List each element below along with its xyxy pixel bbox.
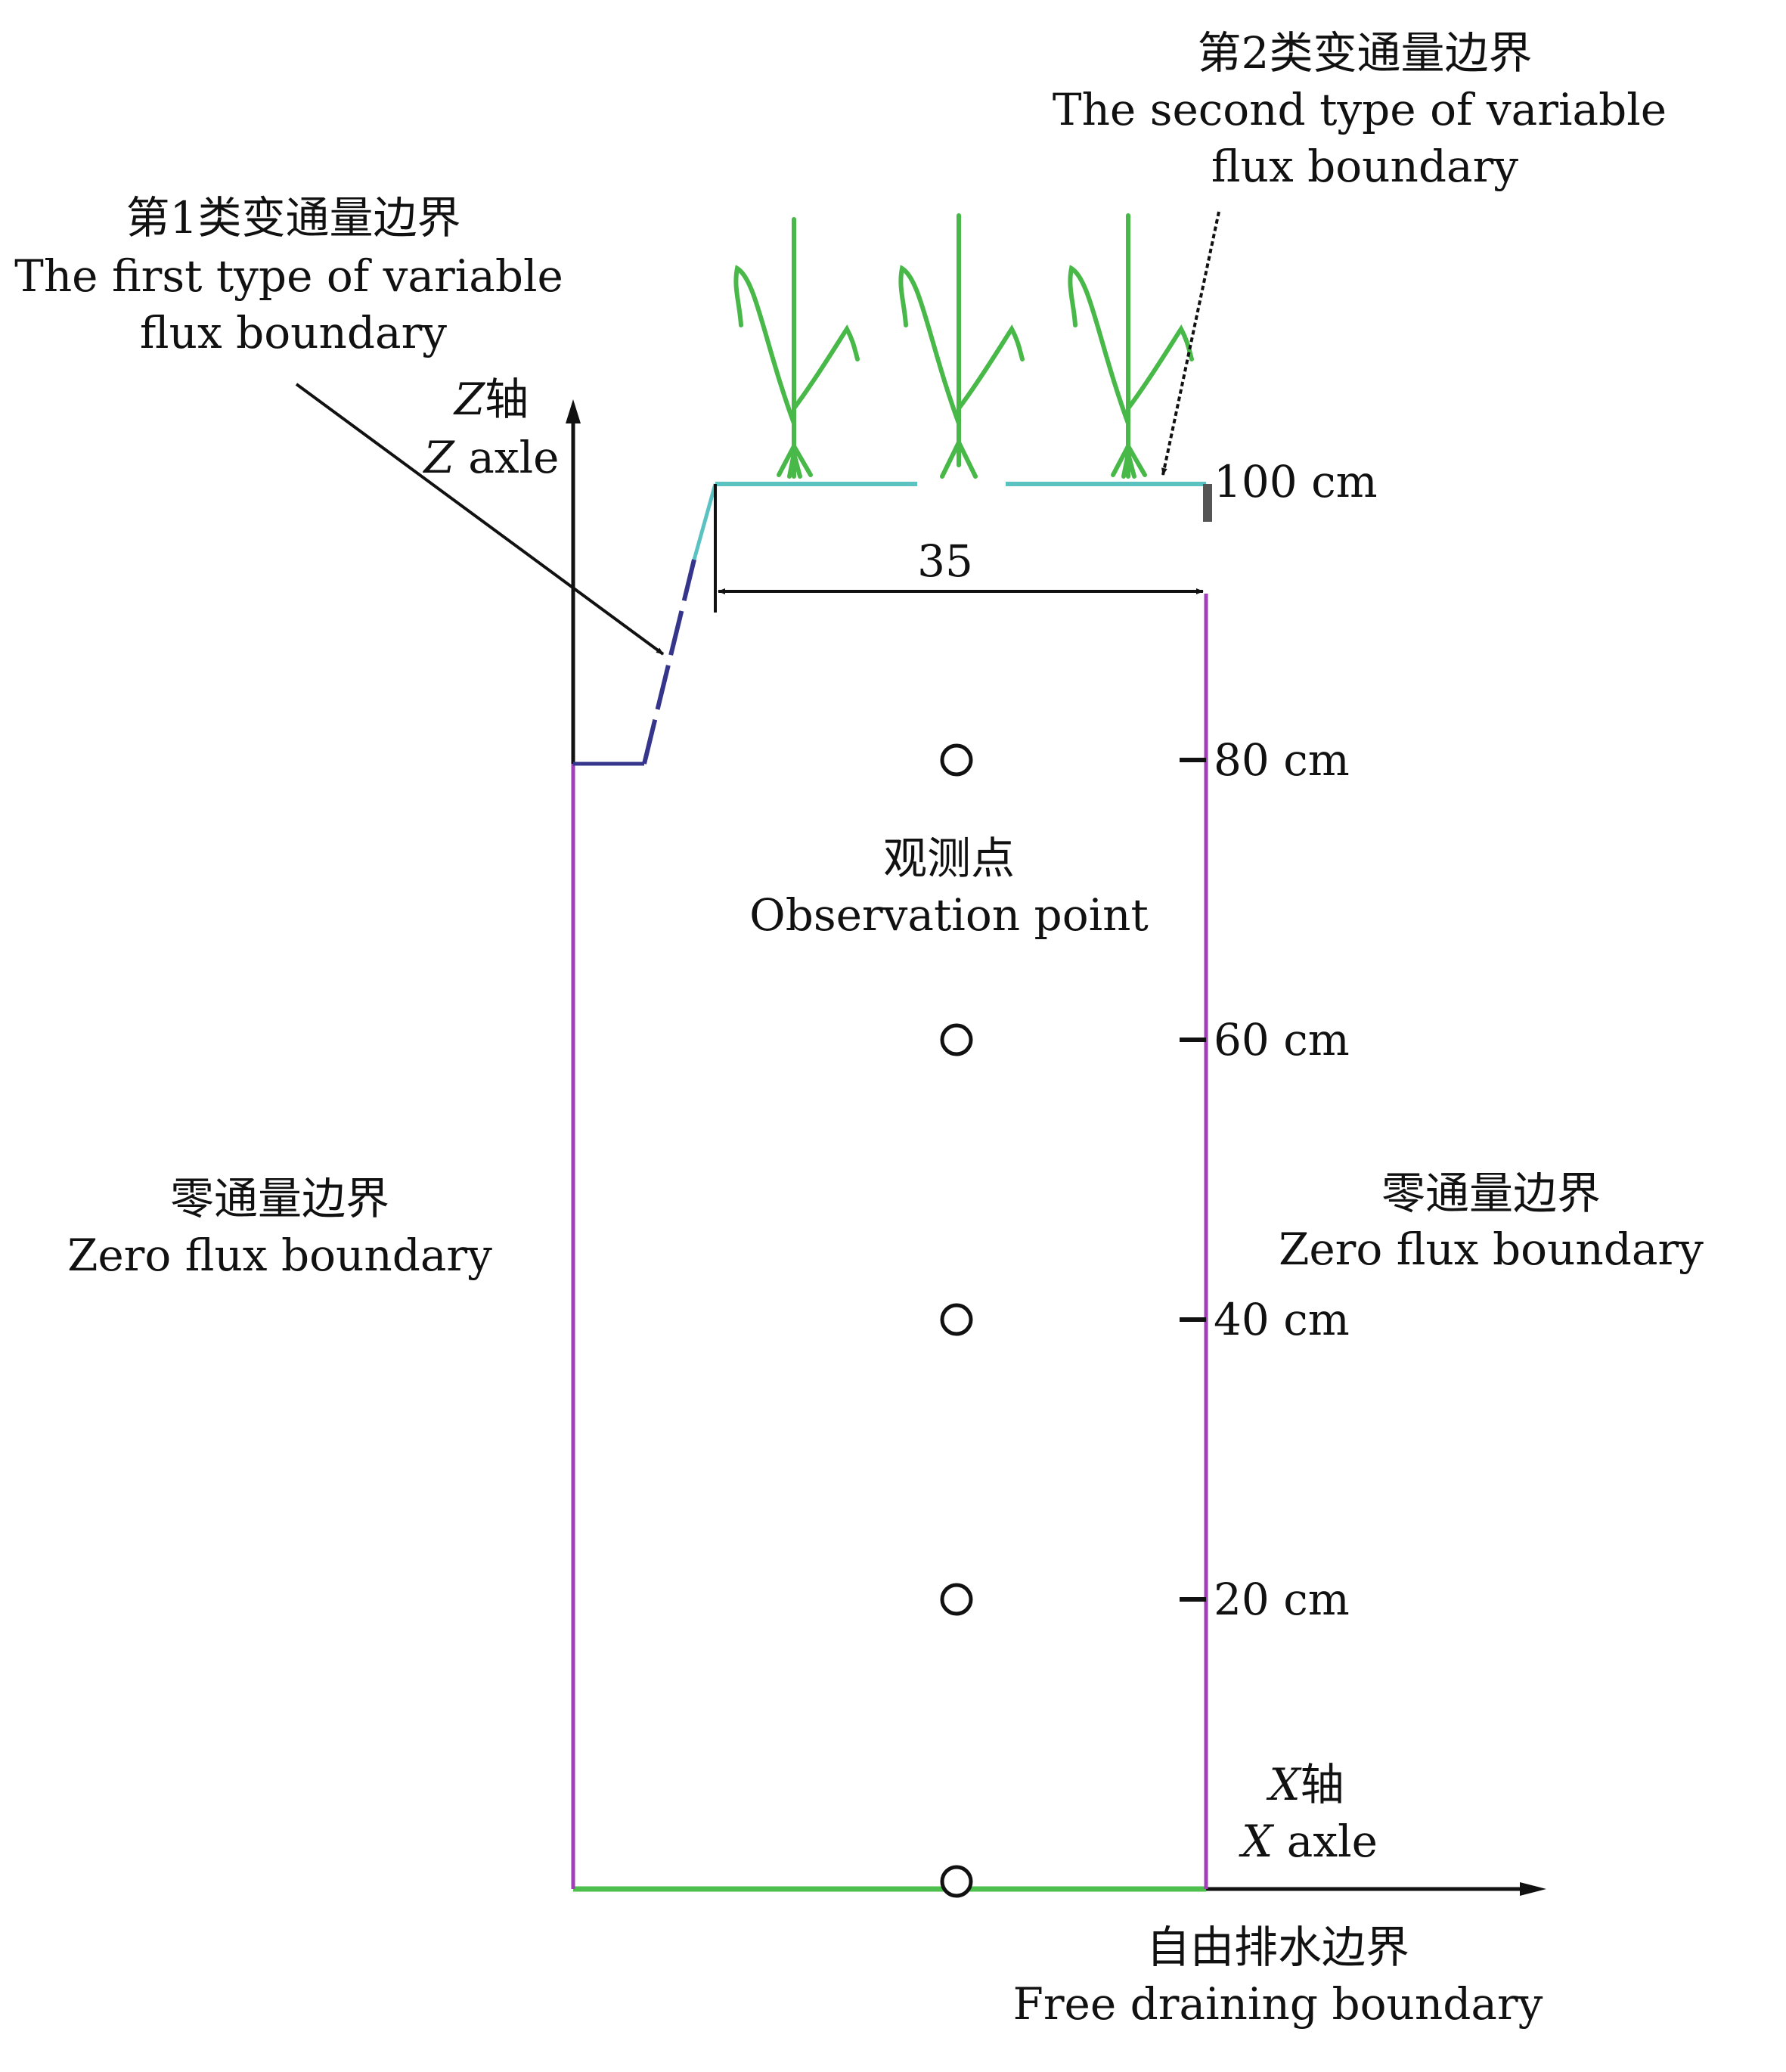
first-boundary-slope-upper	[692, 483, 718, 560]
second-boundary-label-zh: 第2类变通量边界	[1198, 27, 1533, 79]
zero-flux-right-label-zh: 零通量边界	[1381, 1168, 1601, 1219]
observation-circle-icon	[940, 1303, 973, 1336]
depth-label-40: 40 cm	[1214, 1294, 1350, 1345]
arrow-right-icon	[1520, 1882, 1546, 1896]
zero-flux-left-label-zh: 零通量边界	[170, 1173, 389, 1224]
observation-label-zh: 观测点	[883, 833, 1015, 884]
observation-circle-icon	[940, 1583, 973, 1616]
first-boundary-leader	[295, 383, 665, 656]
depth-label-20: 20 cm	[1214, 1574, 1350, 1625]
plant-icon	[1068, 213, 1194, 479]
observation-circle-icon	[940, 743, 973, 777]
depth-label-80: 80 cm	[1214, 734, 1350, 786]
first-boundary-label-zh: 第1类变通量边界	[126, 192, 461, 243]
observation-circle-icon	[940, 1023, 973, 1056]
arrow-up-icon	[566, 399, 581, 423]
z-axis-label-zh: Z轴	[453, 374, 529, 425]
first-boundary-slope-dashed	[642, 559, 696, 765]
first-boundary-label-en-2: flux boundary	[140, 307, 447, 358]
second-boundary-label-en-1: The second type of variable	[1053, 84, 1667, 135]
first-boundary-label-en-1: The first type of variable	[14, 250, 563, 302]
x-axis-label-en: X axle	[1239, 1816, 1378, 1867]
plant-icon	[733, 217, 860, 479]
depth-label-100: 100 cm	[1214, 456, 1378, 507]
depth-label-60: 60 cm	[1214, 1014, 1350, 1065]
second-boundary-label-en-2: flux boundary	[1211, 141, 1518, 192]
width-dimension-label: 35	[917, 535, 973, 587]
observation-circle-icon	[940, 1865, 973, 1898]
zero-flux-right-label-en: Zero flux boundary	[1279, 1224, 1704, 1275]
observation-label-en: Observation point	[749, 889, 1149, 941]
free-draining-label-en: Free draining boundary	[1013, 1978, 1543, 2030]
zero-flux-left-label-en: Zero flux boundary	[67, 1230, 492, 1281]
x-axis-label-zh: X轴	[1266, 1759, 1344, 1810]
free-draining-label-zh: 自由排水边界	[1146, 1922, 1409, 1973]
plant-icon	[898, 213, 1025, 479]
z-axis-label-en: Z axle	[423, 432, 560, 483]
